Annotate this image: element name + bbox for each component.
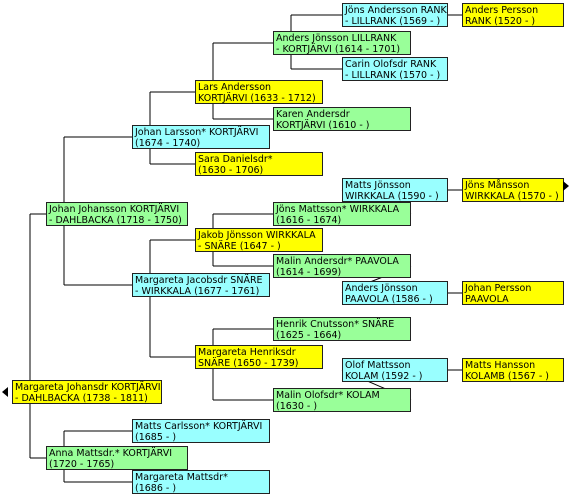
person-name: Carin Olofsdr RANK <box>345 59 437 70</box>
person-name: Anders Persson <box>465 5 539 16</box>
person-name: Matts Hansson <box>465 360 536 371</box>
person-name: Lars Andersson <box>198 82 272 93</box>
person-details: (1686 - ) <box>135 483 177 494</box>
person-name: Jakob Jönsson WIRKKALA <box>198 230 316 241</box>
person-details: (1720 - 1765) <box>49 459 115 470</box>
person-details: (1630 - ) <box>276 401 318 412</box>
person-details: PAAVOLA (1586 - ) <box>345 294 433 305</box>
person-name: Jöns Andersson RANK <box>345 5 447 16</box>
person-details: - KORTJÄRVI (1614 - 1701) <box>276 44 401 55</box>
person-name: Margareta Henriksdr <box>198 347 296 358</box>
person-details: (1616 - 1674) <box>276 215 342 226</box>
person-malin-andersdr-paavola[interactable]: Malin Andersdr* PAAVOLA(1614 - 1699) <box>273 254 411 278</box>
person-anders-jonsson-lillrank[interactable]: Anders Jönsson LILLRANK- KORTJÄRVI (1614… <box>273 31 411 55</box>
triangle-right-icon[interactable] <box>563 181 569 191</box>
person-name: Matts Carlsson* KORTJÄRVI <box>135 421 263 432</box>
person-details: PAAVOLA <box>465 294 509 305</box>
person-name: Margareta Johansdr KORTJÄRVI <box>15 382 161 393</box>
person-details: SNÄRE (1650 - 1739) <box>198 358 299 369</box>
person-name: Johan Johansson KORTJÄRVI <box>49 204 180 215</box>
person-name: Malin Andersdr* PAAVOLA <box>276 256 399 267</box>
person-johan-larsson-kortjarvi[interactable]: Johan Larsson* KORTJÄRVI(1674 - 1740) <box>132 125 270 149</box>
person-name: Henrik Cnutsson* SNÄRE <box>276 319 395 330</box>
person-name: Johan Larsson* KORTJÄRVI <box>135 127 259 138</box>
person-details: WIRKKALA (1570 - ) <box>465 191 559 202</box>
person-jons-mattsson-wirkkala[interactable]: Jöns Mattsson* WIRKKALA(1616 - 1674) <box>273 202 411 226</box>
person-margareta-johansdr-kortjarvi[interactable]: Margareta Johansdr KORTJÄRVI- DAHLBACKA … <box>12 380 162 404</box>
person-details: WIRKKALA (1590 - ) <box>345 191 439 202</box>
person-name: Johan Persson <box>465 283 532 294</box>
person-details: (1685 - ) <box>135 432 177 443</box>
person-details: - DAHLBACKA (1718 - 1750) <box>49 215 182 226</box>
person-anna-mattsdr-kortjarvi[interactable]: Anna Mattsdr.* KORTJÄRVI(1720 - 1765) <box>46 446 188 470</box>
person-name: Anders Jönsson LILLRANK <box>276 33 397 44</box>
person-details: (1630 - 1706) <box>198 165 264 176</box>
person-sara-danielsdr[interactable]: Sara Danielsdr*(1630 - 1706) <box>195 152 323 176</box>
person-details: (1674 - 1740) <box>135 138 201 149</box>
person-details: - SNÄRE (1647 - ) <box>198 241 281 252</box>
person-details: KOLAMB (1567 - ) <box>465 371 549 382</box>
person-details: - DAHLBACKA (1738 - 1811) <box>15 393 148 404</box>
person-details: RANK (1520 - ) <box>465 16 536 27</box>
person-details: - WIRKKALA (1677 - 1761) <box>135 286 260 297</box>
person-matts-carlsson-kortjarvi[interactable]: Matts Carlsson* KORTJÄRVI(1685 - ) <box>132 419 270 443</box>
person-name: Anders Jönsson <box>345 283 418 294</box>
person-details: KORTJÄRVI (1633 - 1712) <box>198 93 316 104</box>
person-name: Karen Andersdr <box>276 109 350 120</box>
person-jons-andersson-rank[interactable]: Jöns Andersson RANK- LILLRANK (1569 - ) <box>342 3 448 27</box>
person-name: Margareta Jacobsdr SNÄRE <box>135 275 263 286</box>
person-name: Anna Mattsdr.* KORTJÄRVI <box>49 448 173 459</box>
person-details: - LILLRANK (1569 - ) <box>345 16 441 27</box>
person-details: KORTJÄRVI (1610 - ) <box>276 120 370 131</box>
triangle-left-icon[interactable] <box>2 387 8 397</box>
person-jakob-jonsson-wirkkala[interactable]: Jakob Jönsson WIRKKALA- SNÄRE (1647 - ) <box>195 228 323 252</box>
person-name: Jöns Mattsson* WIRKKALA <box>276 204 400 215</box>
person-details: (1625 - 1664) <box>276 330 342 341</box>
person-name: Jöns Månsson <box>465 180 530 191</box>
person-name: Malin Olofsdr* KOLAM <box>276 390 380 401</box>
person-name: Sara Danielsdr* <box>198 154 273 165</box>
person-malin-olofsdr-kolam[interactable]: Malin Olofsdr* KOLAM(1630 - ) <box>273 388 411 412</box>
person-margareta-jacobsdr-snare[interactable]: Margareta Jacobsdr SNÄRE- WIRKKALA (1677… <box>132 273 270 297</box>
person-carin-olofsdr-rank[interactable]: Carin Olofsdr RANK- LILLRANK (1570 - ) <box>342 57 448 81</box>
person-name: Olof Mattsson <box>345 360 411 371</box>
person-details: KOLAM (1592 - ) <box>345 371 423 382</box>
person-details: - LILLRANK (1570 - ) <box>345 70 441 81</box>
person-name: Margareta Mattsdr* <box>135 472 228 483</box>
person-johan-johansson-kortjarvi[interactable]: Johan Johansson KORTJÄRVI- DAHLBACKA (17… <box>46 202 188 226</box>
person-henrik-cnutsson-snare[interactable]: Henrik Cnutsson* SNÄRE(1625 - 1664) <box>273 317 411 341</box>
person-margareta-mattsdr[interactable]: Margareta Mattsdr*(1686 - ) <box>132 470 270 494</box>
person-details: (1614 - 1699) <box>276 267 342 278</box>
person-name: Matts Jönsson <box>345 180 411 191</box>
